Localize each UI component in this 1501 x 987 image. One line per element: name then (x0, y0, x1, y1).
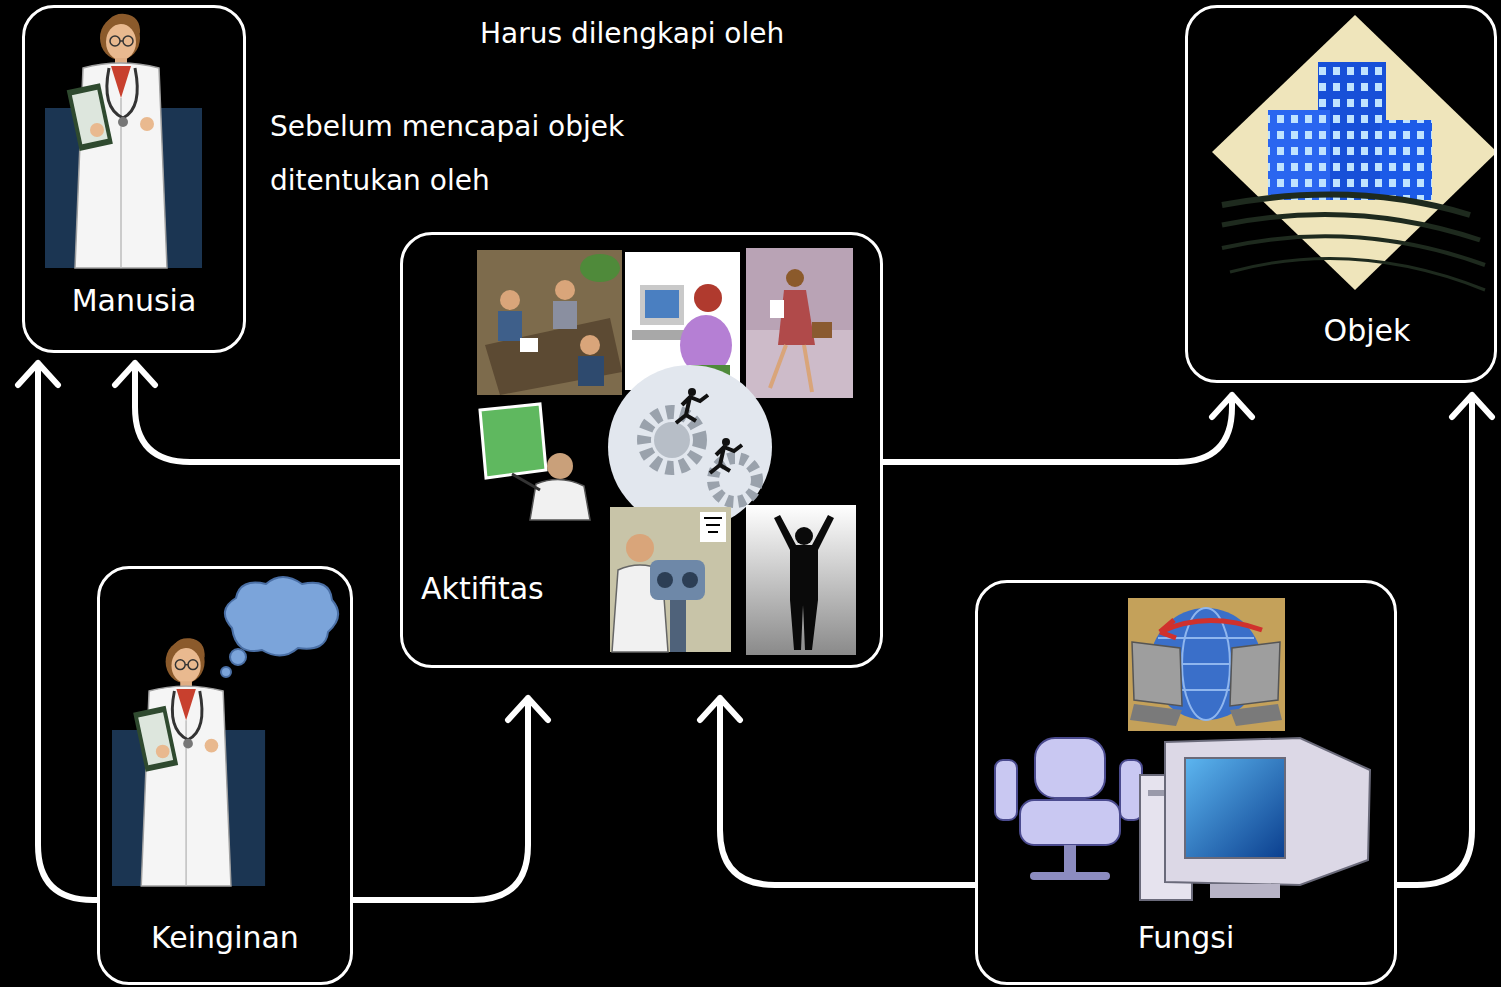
node-label: Objek (1324, 313, 1411, 349)
node-box: Fungsi (975, 580, 1397, 985)
node-label: Fungsi (1138, 920, 1235, 956)
doctor-figure (112, 638, 265, 886)
arrow-connector (18, 363, 97, 900)
arrow-connector (883, 395, 1252, 462)
arrow-connector (115, 363, 400, 462)
node-box: Manusia (22, 5, 246, 353)
function-icons (995, 598, 1370, 900)
annotation-text: Sebelum mencapai objek ditentukan oleh (270, 100, 770, 208)
arrow-connector (353, 698, 548, 900)
node-box: Aktifitas (400, 232, 883, 668)
doctor-figure (45, 14, 202, 268)
thought-cloud (221, 577, 338, 677)
arrow-connector (700, 698, 975, 885)
annotation-text: Harus dilengkapi oleh (480, 12, 1040, 56)
node-label: Aktifitas (421, 571, 544, 607)
building-icon (1212, 15, 1497, 290)
arrow-connector (1397, 395, 1492, 885)
node-label: Keinginan (151, 920, 299, 956)
node-box: Keinginan (97, 566, 353, 985)
node-label: Manusia (72, 283, 197, 319)
node-box: Objek (1185, 5, 1497, 383)
